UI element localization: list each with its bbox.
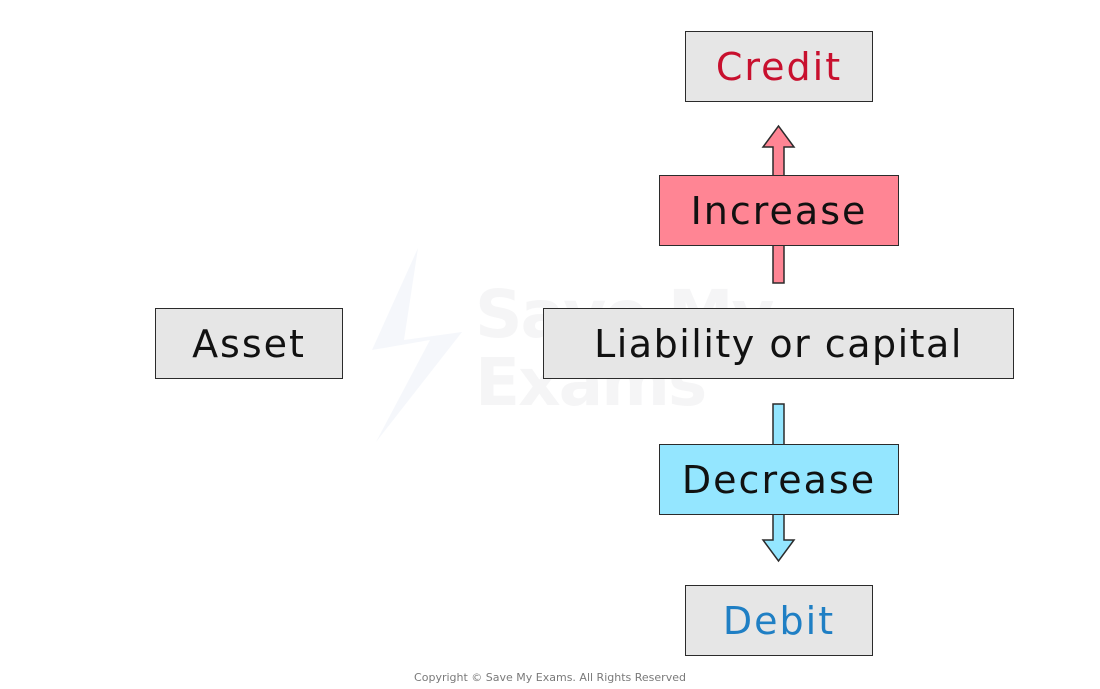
credit-box: Credit: [685, 31, 873, 102]
increase-box: Increase: [659, 175, 899, 246]
increase-label: Increase: [690, 188, 868, 233]
debit-label: Debit: [722, 598, 836, 643]
copyright-text: Copyright © Save My Exams. All Rights Re…: [414, 671, 686, 684]
asset-box: Asset: [155, 308, 343, 379]
decrease-box: Decrease: [659, 444, 899, 515]
decrease-label: Decrease: [681, 457, 877, 502]
liability-capital-box: Liability or capital: [543, 308, 1014, 379]
asset-label: Asset: [192, 321, 306, 366]
credit-label: Credit: [715, 44, 843, 89]
debit-box: Debit: [685, 585, 873, 656]
liability-capital-label: Liability or capital: [594, 321, 963, 366]
